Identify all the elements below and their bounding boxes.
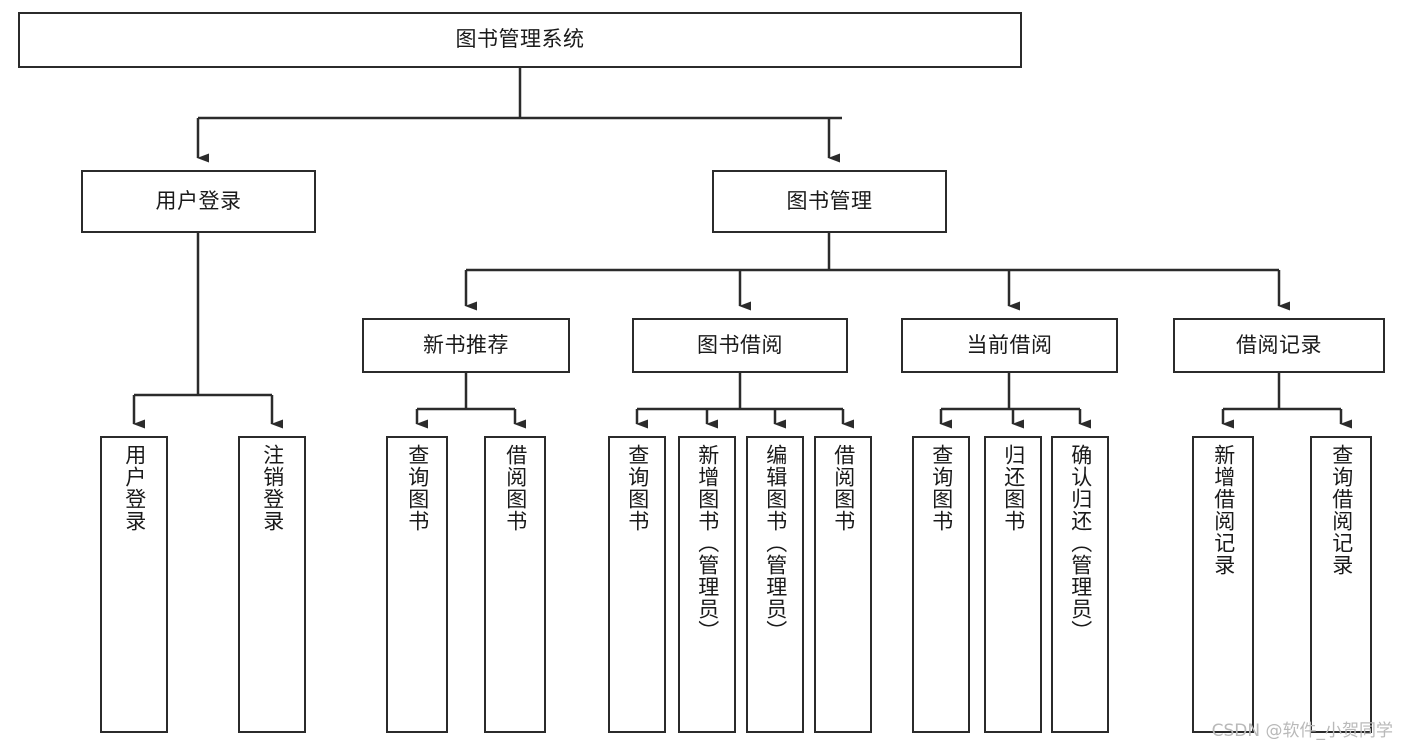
node-label: 新增借阅记录 <box>1211 444 1236 576</box>
node-leaf-add-borrow-record[interactable]: 新增借阅记录 <box>1192 436 1254 733</box>
node-leaf-user-login[interactable]: 用户登录 <box>100 436 168 733</box>
node-root-system[interactable]: 图书管理系统 <box>18 12 1022 68</box>
node-leaf-borrow-book[interactable]: 借阅图书 <box>814 436 872 733</box>
node-leaf-add-book-admin[interactable]: 新增图书（管理员） <box>678 436 736 733</box>
node-label: 确认归还（管理员） <box>1068 444 1093 642</box>
node-label: 借阅记录 <box>1236 332 1322 357</box>
node-label: 查询借阅记录 <box>1329 444 1354 576</box>
node-label: 编辑图书（管理员） <box>763 444 788 642</box>
node-label: 新增图书（管理员） <box>695 444 720 642</box>
node-label: 新书推荐 <box>423 332 509 357</box>
node-leaf-borrow-book-recommend[interactable]: 借阅图书 <box>484 436 546 733</box>
node-book-manage[interactable]: 图书管理 <box>712 170 947 233</box>
node-label: 查询图书 <box>625 444 650 532</box>
connector-book-manage-to-level3 <box>464 233 1290 311</box>
watermark-text: CSDN @软件_小贺同学 <box>1211 721 1393 741</box>
connector-current-borrow-to-leaves <box>939 373 1091 429</box>
node-borrow-record[interactable]: 借阅记录 <box>1173 318 1385 373</box>
node-label: 用户登录 <box>155 188 242 213</box>
node-leaf-edit-book-admin[interactable]: 编辑图书（管理员） <box>746 436 804 733</box>
node-leaf-query-book-current[interactable]: 查询图书 <box>912 436 970 733</box>
node-label: 借阅图书 <box>831 444 856 532</box>
node-label: 用户登录 <box>122 444 147 532</box>
connector-user-login-to-leaves <box>132 233 283 429</box>
connector-book-borrow-to-leaves <box>635 373 854 429</box>
node-label: 图书借阅 <box>697 332 783 357</box>
node-new-book-recommend[interactable]: 新书推荐 <box>362 318 570 373</box>
node-leaf-query-borrow-record[interactable]: 查询借阅记录 <box>1310 436 1372 733</box>
node-leaf-confirm-return-admin[interactable]: 确认归还（管理员） <box>1051 436 1109 733</box>
node-label: 注销登录 <box>260 444 285 532</box>
node-leaf-query-book-borrow[interactable]: 查询图书 <box>608 436 666 733</box>
node-leaf-return-book[interactable]: 归还图书 <box>984 436 1042 733</box>
node-label: 查询图书 <box>405 444 430 532</box>
node-user-login[interactable]: 用户登录 <box>81 170 316 233</box>
node-label: 归还图书 <box>1001 444 1026 532</box>
node-label: 借阅图书 <box>503 444 528 532</box>
node-leaf-user-logout[interactable]: 注销登录 <box>238 436 306 733</box>
connector-root-to-level2 <box>196 68 842 163</box>
node-label: 图书管理系统 <box>455 27 585 52</box>
node-label: 图书管理 <box>786 188 873 213</box>
node-current-borrow[interactable]: 当前借阅 <box>901 318 1118 373</box>
node-leaf-query-book-recommend[interactable]: 查询图书 <box>386 436 448 733</box>
node-label: 当前借阅 <box>966 332 1053 357</box>
connector-new-book-rec-to-leaves <box>415 373 526 429</box>
node-label: 查询图书 <box>929 444 954 532</box>
connector-borrow-record-to-leaves <box>1221 373 1352 429</box>
node-book-borrow[interactable]: 图书借阅 <box>632 318 848 373</box>
